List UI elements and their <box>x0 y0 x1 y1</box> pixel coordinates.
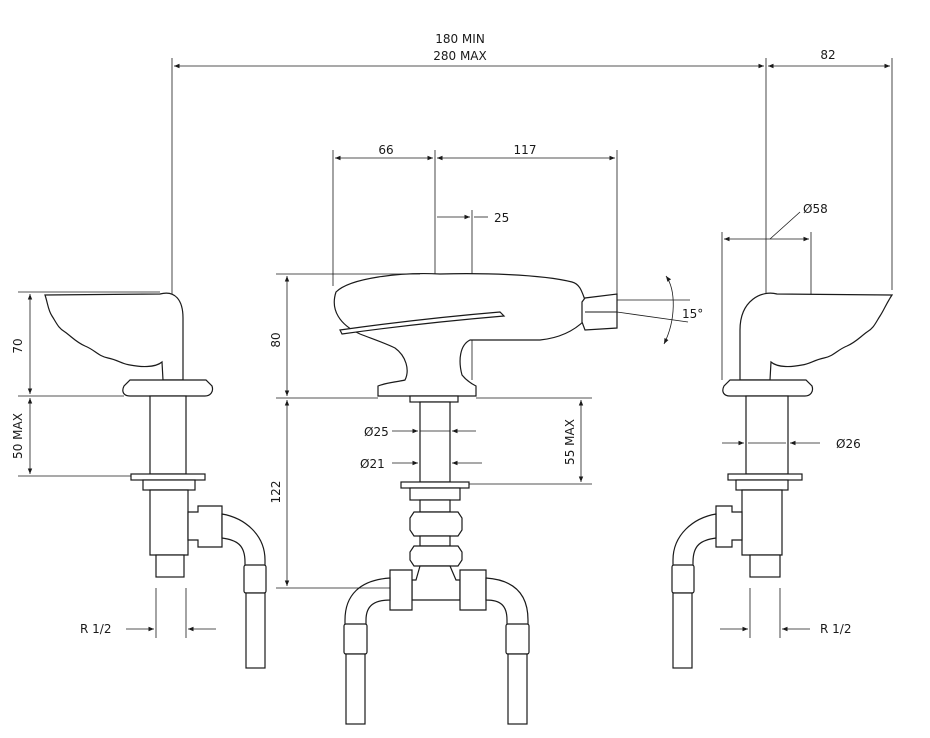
dimension-thread-left: R 1/2 <box>80 588 216 638</box>
spout-height-label: 80 <box>269 332 283 347</box>
dimension-spout-below: 122 <box>269 400 390 589</box>
handle-height-label: 70 <box>11 338 25 353</box>
dimension-handle-height: 70 <box>11 291 160 397</box>
spout-shank-outer-label: Ø25 <box>364 425 389 439</box>
dimension-right-offset: 82 <box>768 48 893 290</box>
dimension-spout-shank-inner: Ø21 <box>360 457 482 471</box>
dimension-handle-shank: Ø26 <box>722 437 861 451</box>
spout-reach-label: 117 <box>514 143 537 157</box>
dimension-handle-deck-left: 50 MAX <box>11 398 131 477</box>
dimension-handle-diameter: Ø58 <box>721 202 828 380</box>
spout <box>333 273 618 725</box>
dimension-spout-height: 80 <box>269 273 420 399</box>
dimension-thread-right: R 1/2 <box>720 588 851 638</box>
spout-below-label: 122 <box>269 481 283 504</box>
thread-right-label: R 1/2 <box>820 622 851 636</box>
spread-max-label: 280 MAX <box>433 49 487 63</box>
dimension-spread: 180 MIN 280 MAX <box>171 32 767 380</box>
dimension-spout-deck: 55 MAX <box>469 397 592 485</box>
handle-diameter-label: Ø58 <box>803 202 828 216</box>
dimension-spout-shank-outer: Ø25 <box>364 425 476 439</box>
handle-deck-left-label: 50 MAX <box>11 413 25 459</box>
spout-offset-label: 25 <box>494 211 509 225</box>
dimension-spout-tilt: 15° <box>616 275 703 345</box>
spout-tilt-label: 15° <box>682 307 703 321</box>
left-handle <box>44 292 267 669</box>
spread-min-label: 180 MIN <box>435 32 485 46</box>
thread-left-label: R 1/2 <box>80 622 111 636</box>
spout-deck-label: 55 MAX <box>563 419 577 465</box>
dimension-spout-reach: 117 <box>437 143 618 300</box>
right-handle-lever <box>739 292 894 381</box>
right-handle <box>671 292 894 669</box>
spout-shank-inner-label: Ø21 <box>360 457 385 471</box>
spout-body <box>333 273 586 397</box>
right-offset-label: 82 <box>820 48 835 62</box>
handle-shank-label: Ø26 <box>836 437 861 451</box>
left-handle-lever <box>44 292 184 381</box>
spout-back-label: 66 <box>378 143 393 157</box>
